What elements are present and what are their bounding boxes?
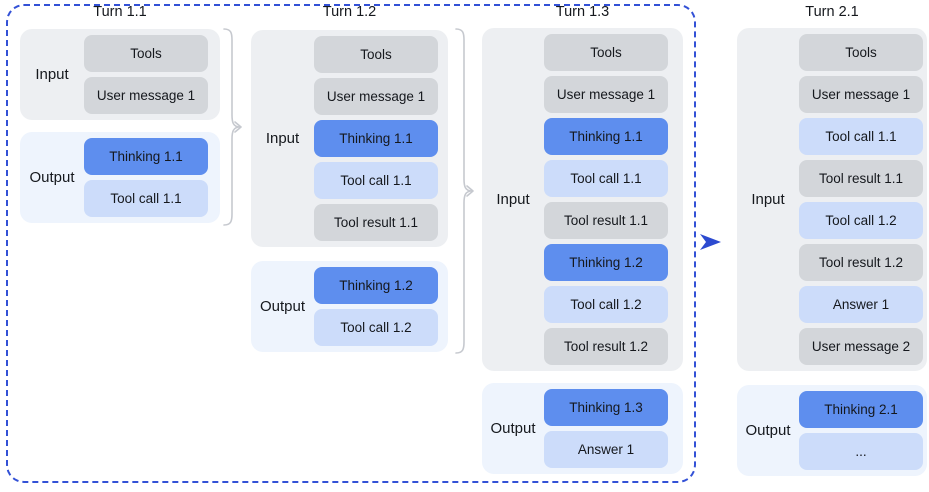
message-block: Tool result 1.1	[314, 204, 438, 241]
message-block: Tool result 1.2	[544, 328, 668, 365]
turn-1-1-input-group: Input Tools User message 1	[20, 29, 220, 120]
message-block: Thinking 1.3	[544, 389, 668, 426]
turn-2-1-input-group: Input Tools User message 1 Tool call 1.1…	[737, 28, 927, 371]
message-block: Thinking 1.1	[314, 120, 438, 157]
message-block: Tool call 1.2	[799, 202, 923, 239]
turn-1-1-output-group: Output Thinking 1.1 Tool call 1.1	[20, 132, 220, 223]
output-blocks: Thinking 1.2 Tool call 1.2	[314, 261, 438, 352]
message-block: Tool call 1.2	[314, 309, 438, 346]
message-block: User message 2	[799, 328, 923, 365]
context-window-dashed-frame	[6, 4, 696, 483]
message-block: Tool call 1.1	[314, 162, 438, 199]
input-blocks: Tools User message 1 Thinking 1.1 Tool c…	[544, 28, 668, 371]
output-blocks: Thinking 1.1 Tool call 1.1	[84, 132, 208, 223]
brace-arrow-turn2-to-turn3	[455, 28, 474, 354]
message-block: Tool call 1.2	[544, 286, 668, 323]
message-block: User message 1	[799, 76, 923, 113]
turn-1-3-column: Turn 1.3 Input Tools User message 1 Thin…	[482, 0, 683, 492]
input-label: Input	[35, 66, 69, 83]
message-block: Thinking 1.2	[544, 244, 668, 281]
input-blocks: Tools User message 1 Thinking 1.1 Tool c…	[314, 30, 438, 247]
message-block: Tool call 1.1	[799, 118, 923, 155]
message-block: Thinking 2.1	[799, 391, 923, 428]
turn-title: Turn 2.1	[805, 4, 859, 20]
message-block: Tool result 1.1	[799, 160, 923, 197]
message-block: Answer 1	[799, 286, 923, 323]
message-block: Tools	[84, 35, 208, 72]
turn-title: Turn 1.1	[93, 4, 147, 20]
message-block: Answer 1	[544, 431, 668, 468]
message-block: Tool result 1.2	[799, 244, 923, 281]
turn-1-1-column: Turn 1.1 Input Tools User message 1 Outp…	[20, 0, 220, 492]
message-block: Thinking 1.2	[314, 267, 438, 304]
message-block: Tool call 1.1	[544, 160, 668, 197]
turn-1-2-column: Turn 1.2 Input Tools User message 1 Thin…	[251, 0, 448, 492]
message-block: ...	[799, 433, 923, 470]
message-block: User message 1	[314, 78, 438, 115]
input-label: Input	[751, 191, 785, 208]
message-block: Tools	[314, 36, 438, 73]
message-block: Thinking 1.1	[544, 118, 668, 155]
message-block: Tool call 1.1	[84, 180, 208, 217]
message-block: User message 1	[84, 77, 208, 114]
turn-1-2-output-group: Output Thinking 1.2 Tool call 1.2	[251, 261, 448, 352]
output-label: Output	[29, 169, 75, 186]
brace-arrow-turn1-to-turn2	[223, 28, 242, 226]
message-block: Tool result 1.1	[544, 202, 668, 239]
message-block: User message 1	[544, 76, 668, 113]
input-blocks: Tools User message 1 Tool call 1.1 Tool …	[799, 28, 923, 371]
turn-1-3-output-group: Output Thinking 1.3 Answer 1	[482, 383, 683, 474]
input-label: Input	[496, 191, 530, 208]
message-block: Tools	[799, 34, 923, 71]
turn-2-1-column: Turn 2.1 Input Tools User message 1 Tool…	[737, 0, 927, 492]
output-blocks: Thinking 1.3 Answer 1	[544, 383, 668, 474]
output-label: Output	[259, 298, 306, 315]
turn-2-1-output-group: Output Thinking 2.1 ...	[737, 385, 927, 476]
turn-1-3-input-group: Input Tools User message 1 Thinking 1.1 …	[482, 28, 683, 371]
message-block: Tools	[544, 34, 668, 71]
input-label: Input	[265, 130, 300, 147]
output-label: Output	[745, 422, 791, 439]
output-blocks: Thinking 2.1 ...	[799, 385, 923, 476]
output-label: Output	[490, 420, 536, 437]
turn-1-2-input-group: Input Tools User message 1 Thinking 1.1 …	[251, 30, 448, 247]
turn-title: Turn 1.2	[322, 4, 377, 20]
message-block: Thinking 1.1	[84, 138, 208, 175]
turn-title: Turn 1.3	[555, 4, 610, 20]
next-turn-arrow-icon	[700, 234, 721, 250]
input-blocks: Tools User message 1	[84, 29, 208, 120]
